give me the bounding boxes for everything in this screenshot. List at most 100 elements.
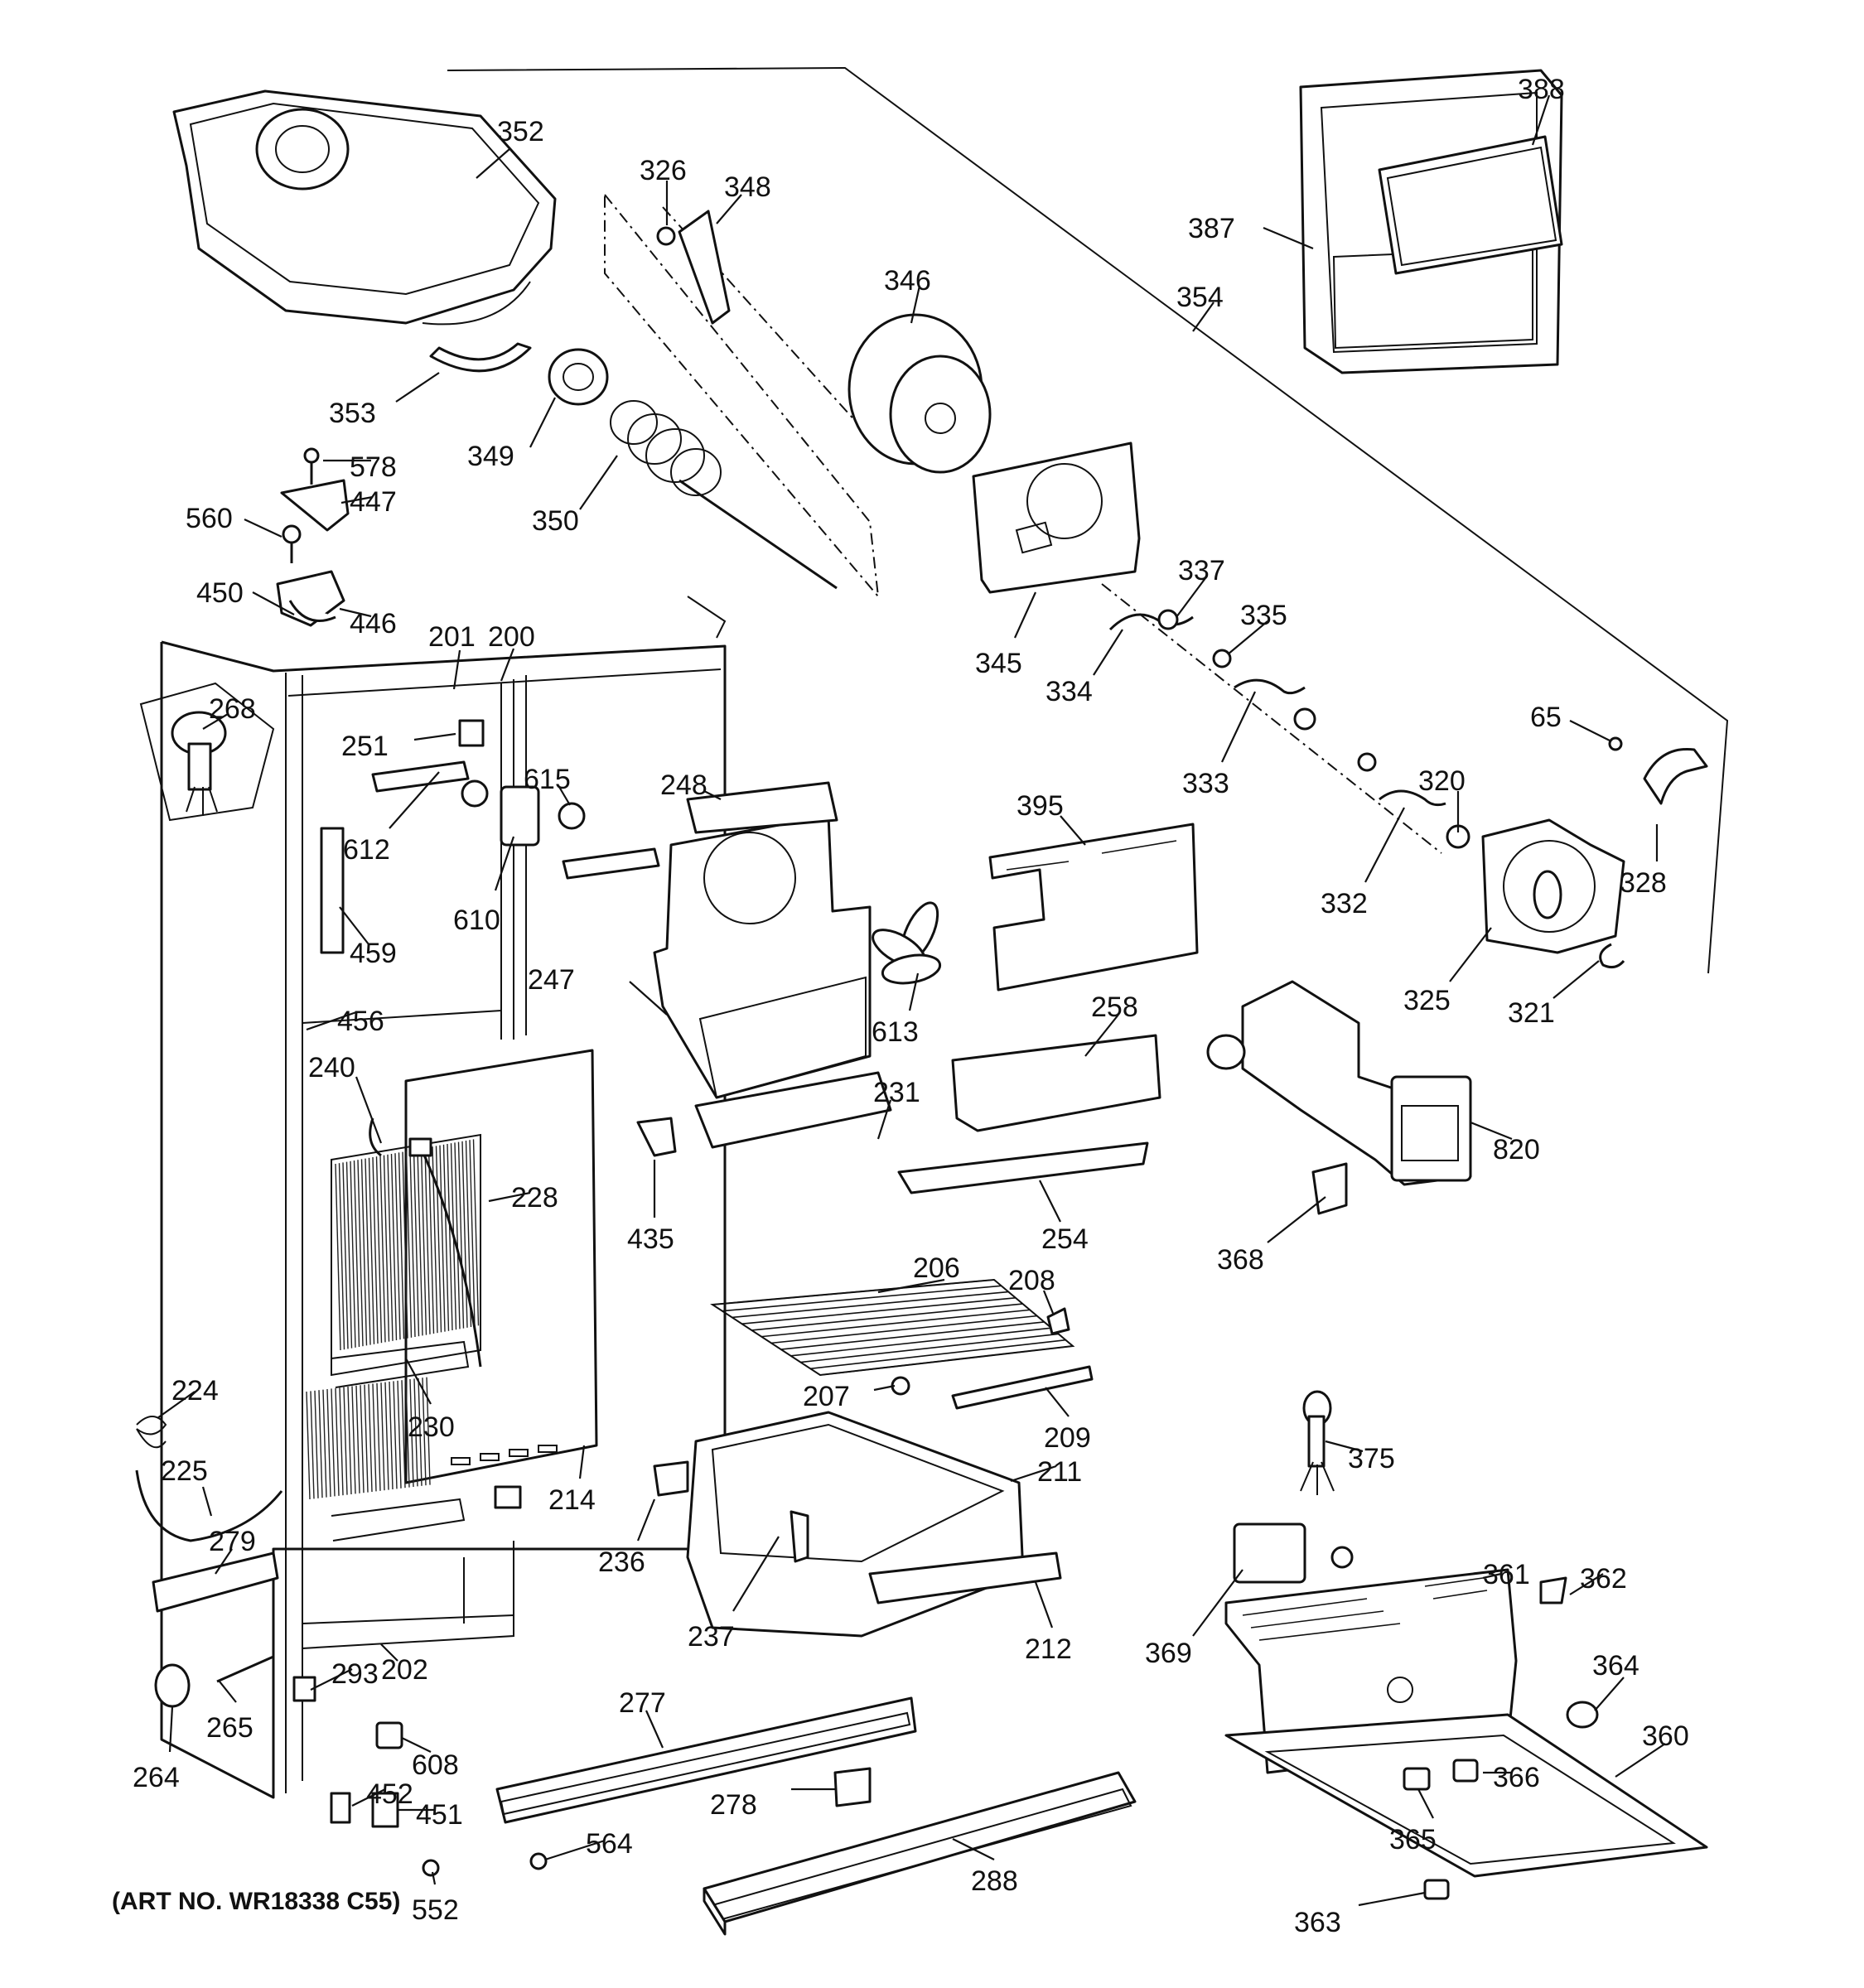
callout-288: 288 [971, 1865, 1018, 1897]
leader-325 [1449, 927, 1492, 982]
fin-line [365, 1158, 371, 1345]
leader-214 [578, 1445, 586, 1479]
callout-451: 451 [416, 1799, 463, 1831]
callout-231: 231 [873, 1077, 920, 1108]
callout-240: 240 [308, 1052, 355, 1083]
fin-line [322, 1389, 327, 1498]
callout-615: 615 [524, 764, 571, 795]
fin-line [364, 1384, 369, 1493]
switch-bracket-parts [371, 719, 660, 880]
callout-225: 225 [161, 1455, 208, 1487]
leader-369 [1192, 1569, 1243, 1637]
leader-231 [876, 1099, 892, 1140]
leader-212 [1034, 1581, 1054, 1629]
callout-209: 209 [1044, 1422, 1091, 1454]
drain-parts [135, 1416, 283, 1613]
drawer-211 [686, 1411, 1062, 1638]
leader-332 [1364, 807, 1405, 883]
auger-assembly [548, 192, 887, 600]
callout-368: 368 [1217, 1244, 1264, 1276]
leader-446 [339, 607, 372, 618]
callout-352: 352 [497, 116, 544, 147]
leader-207 [873, 1384, 896, 1392]
leader-348 [716, 194, 742, 224]
small-hardware-right [1403, 1576, 1599, 1900]
small-cams [636, 1117, 689, 1497]
leader-201 [452, 649, 461, 690]
leader-225 [201, 1486, 213, 1517]
callout-207: 207 [803, 1381, 850, 1412]
callout-293: 293 [331, 1658, 379, 1690]
fin-line [368, 1383, 373, 1493]
leader-610 [494, 836, 515, 891]
shelf-wire [810, 1339, 1066, 1370]
callout-361: 361 [1483, 1559, 1530, 1590]
shelf-wire [761, 1309, 1031, 1338]
art-number: (ART NO. WR18338 C55) [112, 1888, 400, 1915]
fin-line [384, 1382, 389, 1490]
leader-447 [340, 495, 374, 504]
leader-350 [579, 455, 618, 510]
callout-335: 335 [1240, 600, 1287, 631]
callout-560: 560 [186, 503, 233, 534]
leader-251 [413, 732, 456, 741]
freezer-outline [447, 66, 1729, 974]
callout-564: 564 [586, 1828, 633, 1860]
panel-vent-slots [451, 1445, 558, 1465]
leader-293 [310, 1668, 353, 1691]
callout-350: 350 [532, 505, 579, 537]
leader-265 [219, 1681, 237, 1703]
leader-349 [529, 397, 556, 448]
base-pan-360 [1224, 1713, 1708, 1878]
leader-211 [1010, 1464, 1057, 1483]
fin-line [335, 1387, 340, 1496]
callout-459: 459 [350, 938, 397, 969]
callout-334: 334 [1045, 676, 1093, 707]
fin-line [413, 1150, 420, 1337]
callout-212: 212 [1025, 1633, 1072, 1665]
callout-320: 320 [1418, 765, 1466, 797]
callout-254: 254 [1041, 1223, 1089, 1255]
fin-line [426, 1377, 431, 1485]
leader-334 [1093, 629, 1123, 676]
leader-352 [476, 148, 510, 179]
leader-456 [306, 1011, 357, 1031]
leader-345 [1013, 591, 1037, 639]
callout-447: 447 [350, 486, 397, 518]
leader-321 [1553, 960, 1600, 999]
fin-line [306, 1391, 311, 1500]
fin-line [418, 1378, 423, 1486]
leader-346 [910, 285, 921, 324]
callout-353: 353 [329, 398, 376, 429]
shelf-wire [722, 1285, 1002, 1312]
fin-line [345, 1161, 353, 1349]
callout-360: 360 [1642, 1720, 1689, 1752]
callout-236: 236 [598, 1546, 645, 1578]
fin-line [343, 1387, 348, 1495]
callout-201: 201 [428, 621, 476, 653]
leader-335 [1227, 620, 1268, 655]
shelf-wire [780, 1321, 1045, 1350]
shelf-wire [741, 1297, 1016, 1325]
leader-288 [952, 1838, 995, 1860]
hardware-upper-left [276, 447, 350, 627]
fin-line [387, 1154, 394, 1341]
leader-240 [355, 1076, 383, 1144]
callout-387: 387 [1188, 213, 1235, 244]
ice-maker-820 [1206, 980, 1472, 1215]
callout-333: 333 [1182, 768, 1229, 799]
leader-264 [168, 1706, 174, 1753]
callout-248: 248 [660, 770, 707, 801]
vent-slots [1242, 1577, 1488, 1641]
fin-line [442, 1144, 450, 1331]
motor-346 [847, 313, 992, 474]
leader-202 [380, 1643, 398, 1662]
fin-line [401, 1380, 406, 1489]
leader-395 [1060, 815, 1086, 846]
fin-line [413, 1378, 418, 1487]
fin-line [417, 1149, 423, 1336]
bracket-345 [972, 442, 1141, 594]
callout-365: 365 [1389, 1824, 1437, 1855]
fin-line [397, 1380, 402, 1489]
fin-line [372, 1156, 379, 1344]
